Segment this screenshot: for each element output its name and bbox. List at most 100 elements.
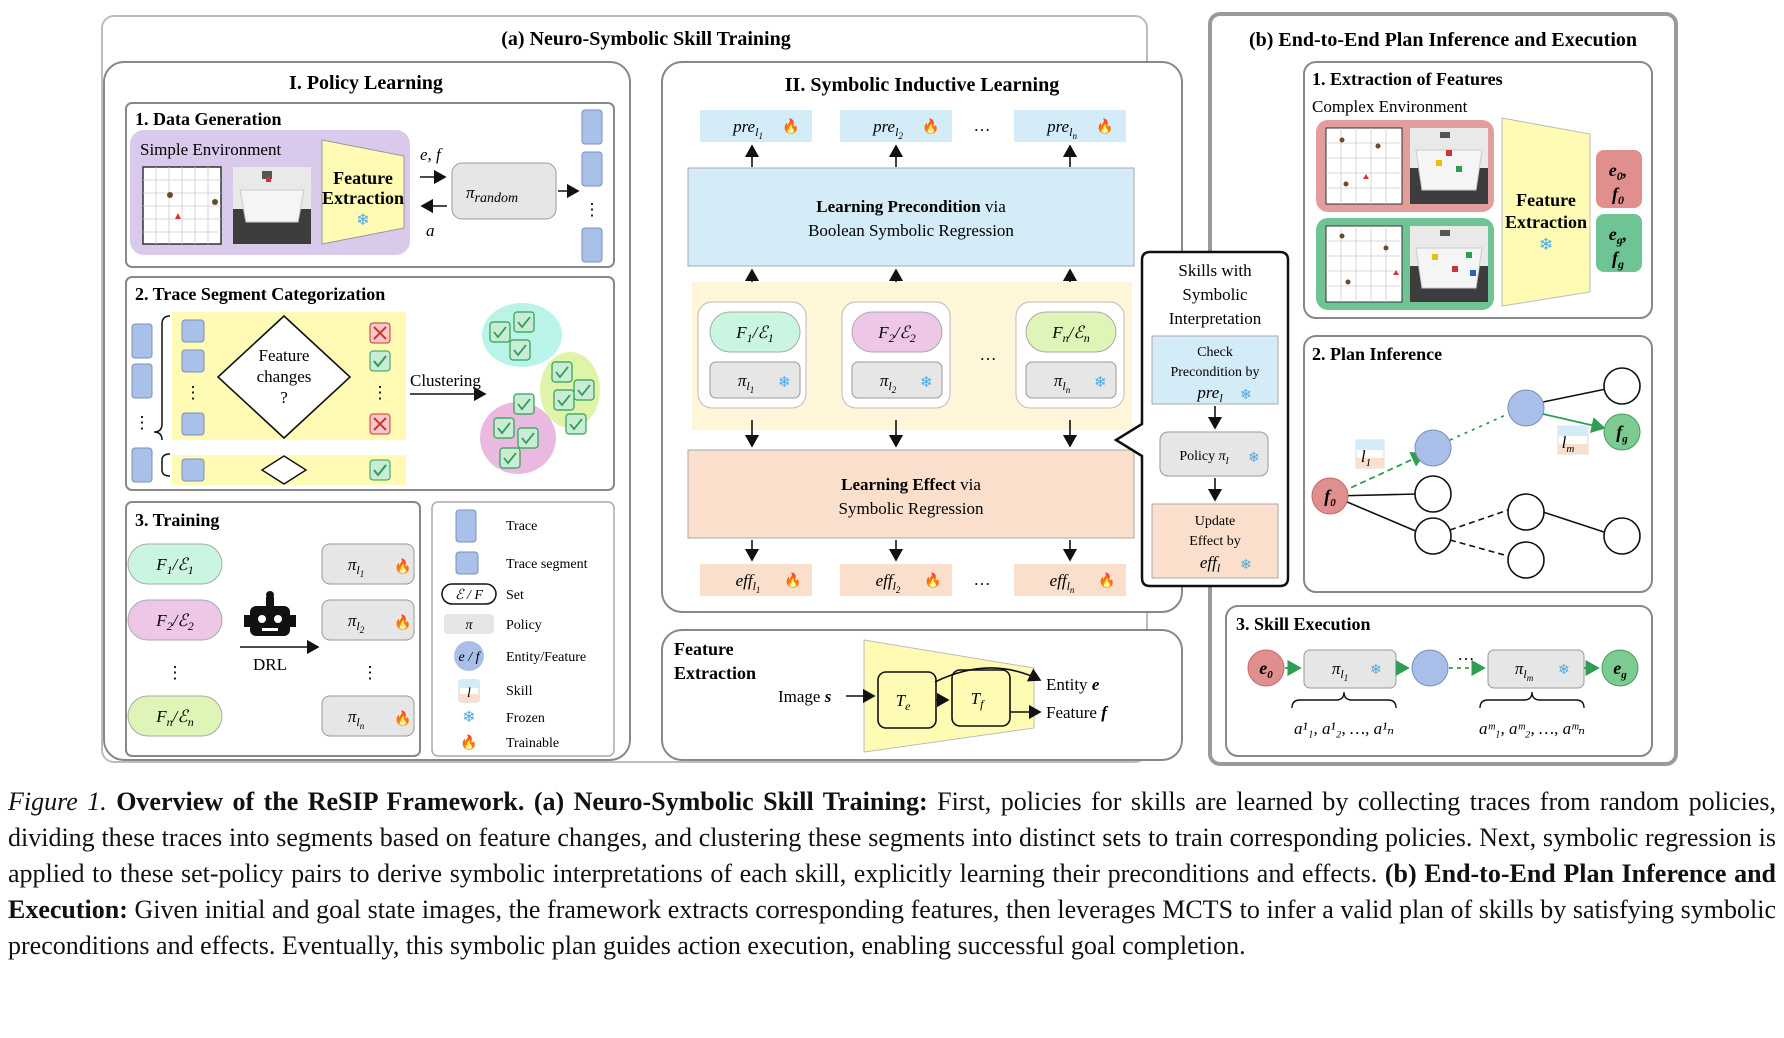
snowflake-icon: ❄ xyxy=(1094,375,1107,391)
svg-text:prel: prel xyxy=(1196,383,1223,405)
pre-box-2: prel2 🔥 xyxy=(840,110,952,142)
data-generation-title: 1. Data Generation xyxy=(135,109,281,129)
panel-a: (a) Neuro-Symbolic Skill Training I. Pol… xyxy=(101,15,1183,763)
svg-text:Trainable: Trainable xyxy=(506,736,559,751)
fire-icon: 🔥 xyxy=(460,734,477,751)
figure-caption: Figure 1. Overview of the ReSIP Framewor… xyxy=(8,784,1776,964)
policy-learning-panel: I. Policy Learning 1. Data Generation Si… xyxy=(103,61,631,761)
segment-clusters xyxy=(480,303,600,474)
svg-text:e / f: e / f xyxy=(459,650,482,665)
svg-text:Symbolic Regression: Symbolic Regression xyxy=(839,499,984,518)
svg-text:Complex Environment: Complex Environment xyxy=(1312,97,1468,116)
exec-policy-m xyxy=(1487,649,1585,689)
plan-node xyxy=(1507,493,1545,531)
snowflake-icon: ❄ xyxy=(1370,663,1382,678)
svg-text:f0: f0 xyxy=(1612,184,1624,207)
svg-text:⋮: ⋮ xyxy=(584,200,601,219)
plan-root-node xyxy=(1311,477,1349,515)
snowflake-icon: ❄ xyxy=(920,375,933,391)
svg-text:fg: fg xyxy=(1612,248,1624,271)
skills-callout: Skills with Symbolic Interpretation Chec… xyxy=(1113,250,1290,588)
figure-label: Figure 1. xyxy=(8,787,107,816)
training-policy-n: πln 🔥 xyxy=(321,695,415,737)
fire-icon: 🔥 xyxy=(394,614,411,631)
snowflake-icon: ❄ xyxy=(1240,388,1252,403)
snowflake-icon: ❄ xyxy=(462,709,475,726)
feature-extraction-encoder: Feature Extraction ❄ xyxy=(321,139,405,245)
symbolic-learning-panel: II. Symbolic Inductive Learning prel1 🔥 … xyxy=(661,61,1183,613)
fire-icon: 🔥 xyxy=(922,118,939,135)
svg-text:Interpretation: Interpretation xyxy=(1169,309,1262,328)
panel-a-title: (a) Neuro-Symbolic Skill Training xyxy=(501,28,790,50)
skill-execution-box: 3. Skill Execution e0 πl1 ❄ … πlm ❄ eg a… xyxy=(1225,605,1653,757)
training-title: 3. Training xyxy=(135,510,219,530)
svg-text:Trace segment: Trace segment xyxy=(506,557,588,572)
svg-text:1. Extraction of Features: 1. Extraction of Features xyxy=(1312,69,1503,89)
plan-node xyxy=(1414,429,1452,467)
svg-text:3. Skill Execution: 3. Skill Execution xyxy=(1236,614,1371,634)
actions-1: a¹₁, a¹₂, …, a¹ₙ xyxy=(1294,719,1394,738)
svg-text:Feature: Feature xyxy=(1516,190,1576,210)
svg-text:effl: effl xyxy=(1200,553,1221,575)
svg-text:l: l xyxy=(467,686,471,701)
learning-precondition-box: Learning Precondition via Boolean Symbol… xyxy=(687,167,1135,267)
plan-goal-node xyxy=(1603,413,1641,451)
eff-box-n: effln 🔥 xyxy=(1014,564,1126,596)
svg-text:effl1: effl1 xyxy=(736,571,761,595)
svg-text:πrandom: πrandom xyxy=(466,183,518,206)
pre-box-n: preln 🔥 xyxy=(1014,110,1126,142)
svg-text:…: … xyxy=(974,570,991,589)
check-icon xyxy=(369,459,391,481)
svg-text:Feature: Feature xyxy=(674,639,734,659)
learning-effect-box: Learning Effect via Symbolic Regression xyxy=(687,449,1135,539)
training-set-2: F2/ℰ2 xyxy=(127,599,223,641)
svg-text:f0: f0 xyxy=(1324,486,1336,509)
plan-node xyxy=(1507,389,1545,427)
svg-text:Symbolic: Symbolic xyxy=(1182,285,1248,304)
svg-text:⋮: ⋮ xyxy=(372,383,389,402)
svg-text:Fn/ℰn: Fn/ℰn xyxy=(155,707,193,729)
cross-icon xyxy=(369,322,391,344)
snowflake-icon: ❄ xyxy=(1558,663,1570,678)
svg-text:πln: πln xyxy=(348,707,365,731)
caption-a-text: First, policies for skills are learned b… xyxy=(8,787,1777,888)
clustering-label: Clustering xyxy=(410,371,481,390)
plan-node xyxy=(1603,367,1641,405)
svg-text:…: … xyxy=(974,116,991,135)
symbolic-learning-title: II. Symbolic Inductive Learning xyxy=(785,74,1059,96)
svg-text:Feature: Feature xyxy=(259,346,310,365)
snowflake-icon: ❄ xyxy=(1240,558,1252,573)
svg-text:eg: eg xyxy=(1613,658,1627,681)
panel-b-title: (b) End-to-End Plan Inference and Execut… xyxy=(1249,29,1637,51)
svg-text:Feature: Feature xyxy=(333,168,393,188)
legend: Trace Trace segment ℰ / F Set π Policy e… xyxy=(431,501,615,757)
training-box: 3. Training F1/ℰ1 F2/ℰ2 ⋮ Fn/ℰn xyxy=(125,501,421,757)
svg-text:πl2: πl2 xyxy=(880,371,897,395)
grid-world-image xyxy=(142,166,222,245)
fire-icon: 🔥 xyxy=(782,118,799,135)
update-effect-step xyxy=(1151,503,1279,579)
fire-icon: 🔥 xyxy=(394,558,411,575)
svg-text:Policy πl: Policy πl xyxy=(1179,449,1228,467)
svg-text:prel2: prel2 xyxy=(872,117,903,141)
svg-text:F1/ℰ1: F1/ℰ1 xyxy=(735,323,773,345)
trace-item xyxy=(581,151,603,187)
eff-box-1: effl1 🔥 xyxy=(700,564,812,596)
svg-text:changes: changes xyxy=(257,367,312,386)
panel-b: (b) End-to-End Plan Inference and Execut… xyxy=(1208,12,1678,766)
svg-text:πln: πln xyxy=(1054,371,1071,395)
svg-text:ℰ / F: ℰ / F xyxy=(455,588,483,603)
feature-extraction-encoder xyxy=(1501,117,1591,307)
feature-extraction-panel: Feature Extraction Image s Te Tf Entity … xyxy=(661,629,1183,761)
svg-text:πl1: πl1 xyxy=(1332,659,1348,683)
plan-node xyxy=(1603,517,1641,555)
trace-item xyxy=(581,227,603,263)
snowflake-icon: ❄ xyxy=(356,212,369,229)
check-precondition-step xyxy=(1151,335,1279,405)
plan-node xyxy=(1414,517,1452,555)
svg-text:l1: l1 xyxy=(1361,447,1371,469)
fire-icon: 🔥 xyxy=(784,572,801,589)
svg-text:Entity/Feature: Entity/Feature xyxy=(506,650,586,665)
drl-label: DRL xyxy=(253,655,287,674)
policy-step xyxy=(1159,431,1269,477)
